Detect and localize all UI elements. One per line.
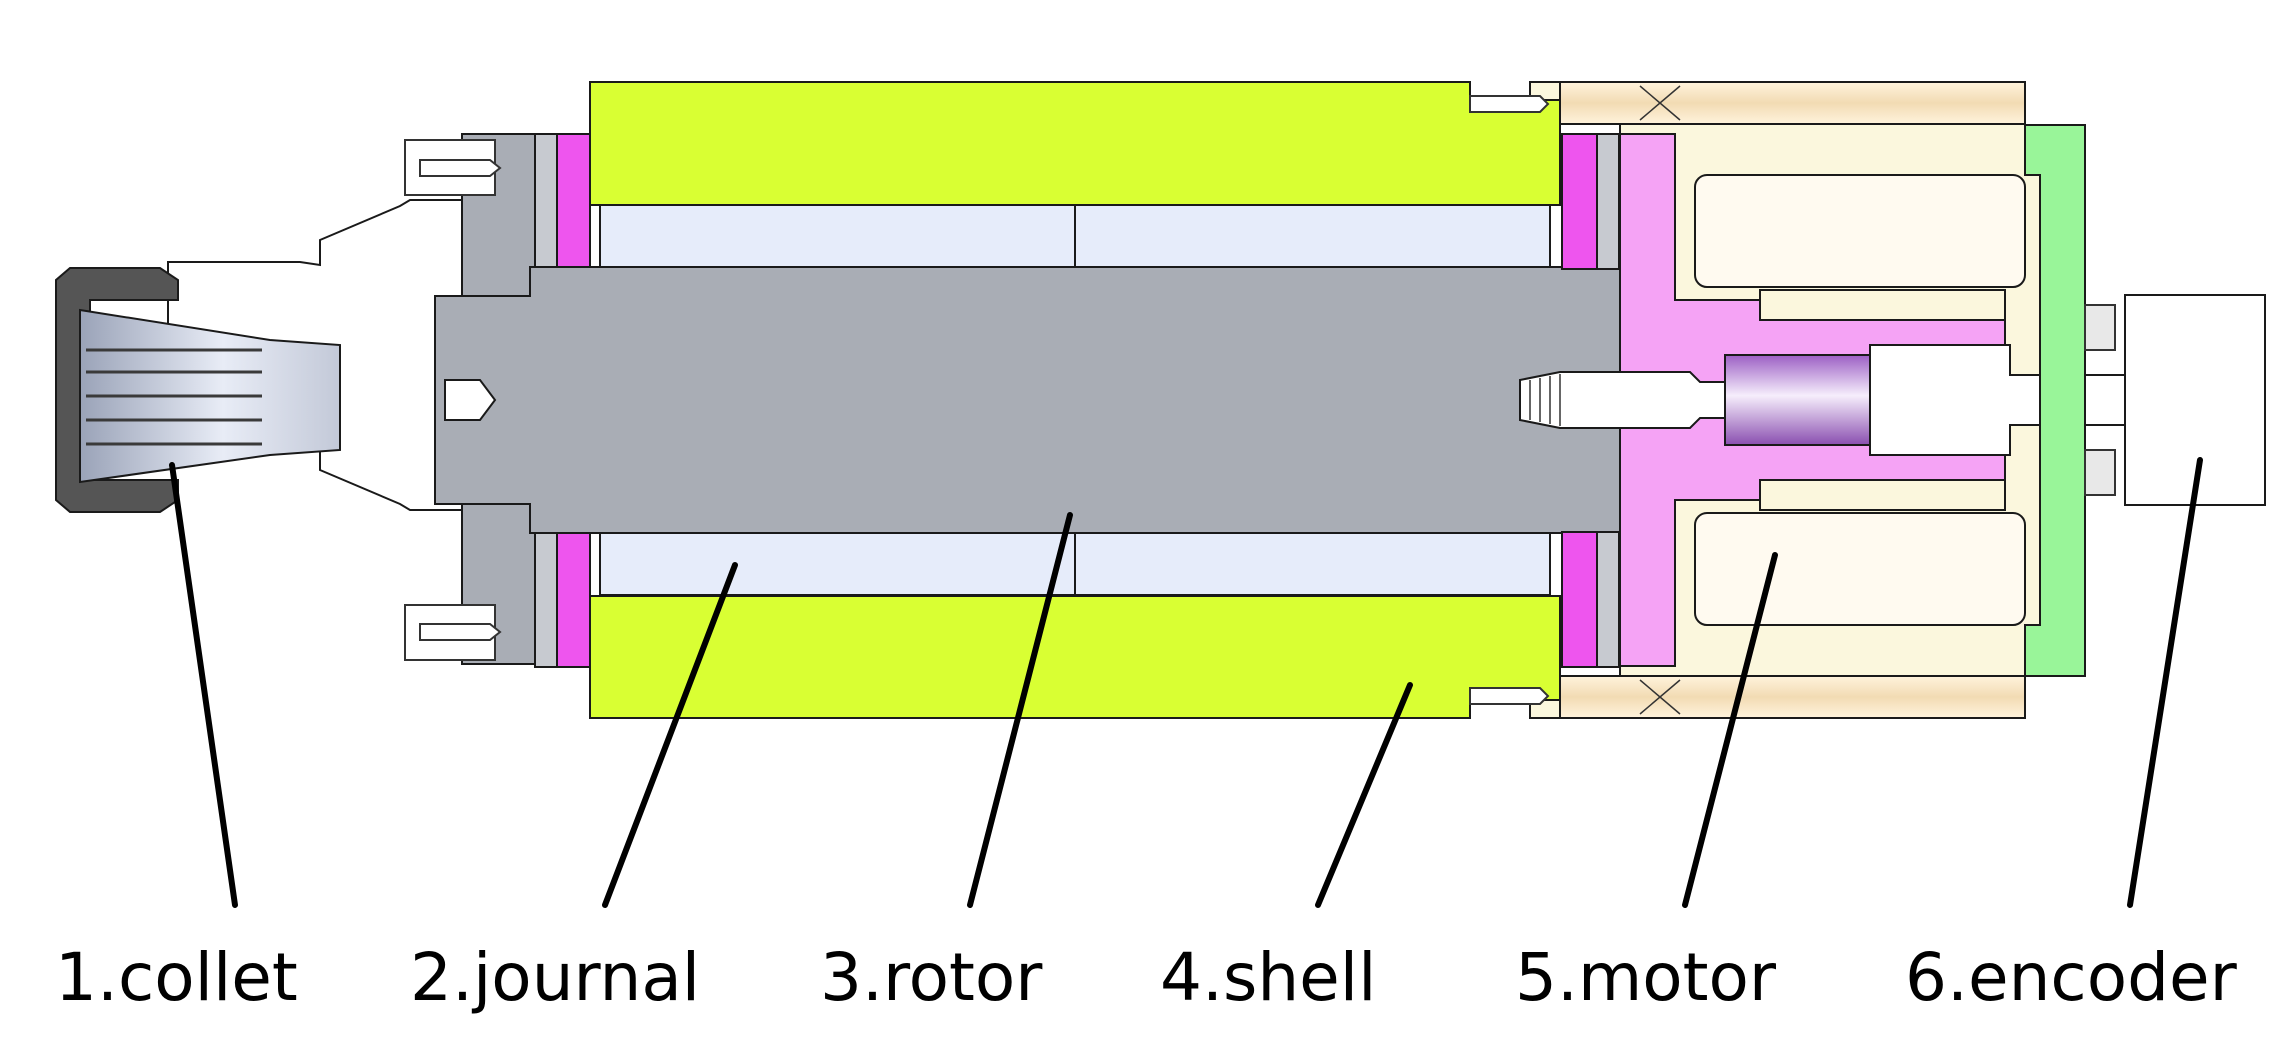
leader-line-encoder bbox=[2127, 457, 2203, 908]
label-shell: 4.shell bbox=[1160, 939, 1376, 1016]
leader-line-collet bbox=[169, 462, 238, 908]
front-spacer-top bbox=[534, 133, 558, 270]
label-rotor: 3.rotor bbox=[820, 939, 1043, 1016]
rear-thrust-plate-top bbox=[1561, 133, 1598, 270]
motor-core-top bbox=[1759, 289, 2006, 321]
front-thrust-plate-bottom bbox=[554, 531, 591, 668]
leader-line-motor bbox=[1682, 552, 1778, 908]
label-collet: 1.collet bbox=[55, 939, 298, 1016]
journal-top-left bbox=[599, 204, 1076, 268]
rear-thrust-plate-bottom bbox=[1561, 531, 1598, 668]
housing-tube-top bbox=[1559, 81, 2026, 125]
part-labels: 1.collet 2.journal 3.rotor 4.shell 5.mot… bbox=[55, 939, 2238, 1016]
rear-spacer-bottom bbox=[1596, 531, 1620, 668]
motor-stator-top bbox=[1694, 174, 2026, 288]
encoder-bolts bbox=[2084, 304, 2116, 496]
housing-cross-marks bbox=[1639, 85, 1681, 715]
housing-screws bbox=[1469, 95, 1550, 705]
rotor-rear-bolt bbox=[1519, 371, 1726, 429]
leader-line-shell bbox=[1315, 682, 1413, 908]
draw-bar bbox=[1724, 354, 1871, 446]
label-journal: 2.journal bbox=[410, 939, 700, 1016]
journal-bottom-right bbox=[1074, 532, 1551, 596]
journal-top-right bbox=[1074, 204, 1551, 268]
leader-line-rotor bbox=[967, 512, 1073, 908]
label-encoder: 6.encoder bbox=[1905, 939, 2238, 1016]
front-thrust-plate-top bbox=[554, 133, 591, 270]
motor-stator-bottom bbox=[1694, 512, 2026, 626]
leader-line-journal bbox=[602, 562, 738, 908]
housing-tube-bottom bbox=[1559, 675, 2026, 719]
journal-bottom-left bbox=[599, 532, 1076, 596]
rear-spacer-top bbox=[1596, 133, 1620, 270]
rotor-center-hole bbox=[444, 379, 497, 421]
motor-core-bottom bbox=[1759, 479, 2006, 511]
rotor bbox=[434, 266, 1621, 534]
leader-lines bbox=[169, 457, 2203, 908]
flange-screws bbox=[404, 139, 502, 661]
label-motor: 5.motor bbox=[1515, 939, 1777, 1016]
front-spacer-bottom bbox=[534, 531, 558, 668]
bolt-threads bbox=[1529, 374, 1561, 426]
collet-slots bbox=[86, 348, 262, 446]
